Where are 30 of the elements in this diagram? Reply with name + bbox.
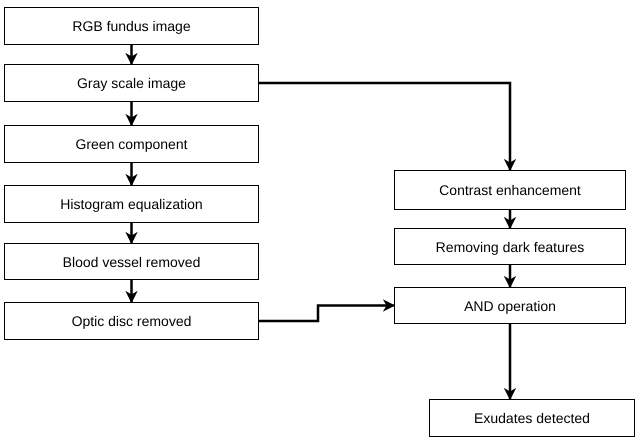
process-box	[429, 399, 635, 437]
process-box	[4, 125, 259, 163]
box-label: Contrast enhancement	[439, 182, 581, 198]
process-box	[394, 228, 626, 265]
arrow	[125, 163, 138, 186]
process-box	[4, 7, 259, 45]
box-label: Removing dark features	[436, 238, 584, 254]
box-label: AND operation	[464, 298, 556, 314]
process-box	[4, 185, 259, 223]
arrow	[259, 299, 396, 322]
arrow	[504, 324, 516, 400]
arrow	[259, 82, 516, 172]
arrow	[504, 265, 516, 288]
process-box	[394, 287, 626, 324]
process-box	[4, 243, 259, 280]
process-box	[4, 64, 259, 102]
box-label: Histogram equalization	[60, 196, 203, 212]
box-label: Optic disc removed	[72, 313, 192, 329]
box-label: Gray scale image	[77, 75, 186, 91]
process-box	[4, 302, 259, 340]
box-label: RGB fundus image	[72, 18, 191, 34]
arrow	[125, 45, 138, 66]
box-label: Exudates detected	[474, 410, 590, 426]
process-box	[394, 170, 626, 210]
arrow	[504, 210, 516, 230]
box-label: Green component	[75, 136, 188, 152]
arrow	[125, 223, 138, 244]
box-label: Blood vessel removed	[62, 254, 200, 270]
arrow	[125, 102, 138, 126]
arrow	[125, 280, 138, 304]
